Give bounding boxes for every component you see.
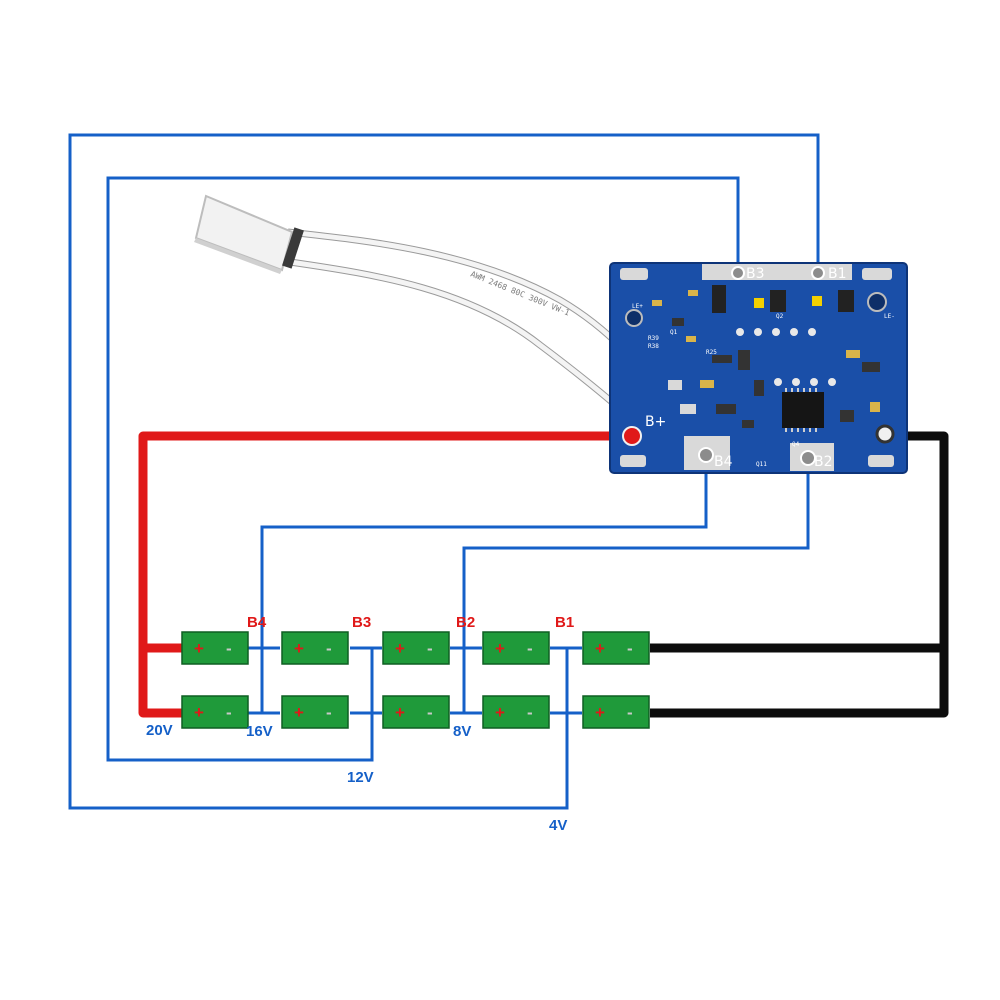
battery-cell: +- xyxy=(582,695,650,729)
b3-pad-label: B3 xyxy=(746,266,765,282)
smd-components xyxy=(652,285,880,428)
cell-minus-sign: - xyxy=(326,703,332,722)
cell-plus-sign: + xyxy=(294,639,304,658)
cell-plus-sign: + xyxy=(395,703,405,722)
connector-plug xyxy=(194,194,304,274)
cell-plus-sign: + xyxy=(194,639,204,658)
battery-cell: +- xyxy=(181,631,249,665)
balance-connector-cable: AWM 2468 80C 300V VW-1 xyxy=(194,194,675,455)
b1-pad-label: B1 xyxy=(828,266,847,282)
voltage-label-12v: 12V xyxy=(347,769,374,786)
positive-wire xyxy=(138,431,632,718)
battery-cell: +- xyxy=(281,695,349,729)
silk-r39: R39 xyxy=(648,335,659,342)
sense-wires xyxy=(68,133,820,810)
silk-q11: Q11 xyxy=(756,461,767,468)
b4-sense-wire xyxy=(260,465,708,713)
battery-cell: +- xyxy=(181,695,249,729)
cell-plus-sign: + xyxy=(495,703,505,722)
tap-labels: B4 B3 B2 B1 xyxy=(247,614,574,631)
chip-pins xyxy=(785,388,817,432)
tap-label-b3: B3 xyxy=(352,614,371,631)
voltage-label-16v: 16V xyxy=(246,723,273,740)
cell-plus-sign: + xyxy=(495,639,505,658)
b1-sense-wire xyxy=(68,133,820,810)
cell-minus-sign: - xyxy=(427,703,433,722)
silk-q4: Q4 xyxy=(792,441,800,448)
voltage-label-20v: 20V xyxy=(146,722,173,739)
battery-cell: +- xyxy=(382,631,450,665)
negative-wire xyxy=(650,431,949,718)
voltage-label-4v: 4V xyxy=(549,817,567,834)
b2-pad-label: B2 xyxy=(814,454,833,470)
silk-q1: Q1 xyxy=(670,329,678,336)
voltage-label-8v: 8V xyxy=(453,723,471,740)
b3-sense-wire xyxy=(106,176,740,762)
voltage-labels: 20V 16V 12V 8V 4V xyxy=(146,722,567,834)
silk-le-plus: LE+ xyxy=(632,303,643,310)
cell-minus-sign: - xyxy=(527,639,533,658)
cell-plus-sign: + xyxy=(294,703,304,722)
silk-le-minus: LE- xyxy=(884,313,895,320)
b4-pad-label: B4 xyxy=(714,454,733,470)
silk-r38: R38 xyxy=(648,343,659,350)
battery-cell: +- xyxy=(382,695,450,729)
battery-cell: +- xyxy=(281,631,349,665)
tap-label-b2: B2 xyxy=(456,614,475,631)
tap-label-b4: B4 xyxy=(247,614,267,631)
cell-minus-sign: - xyxy=(527,703,533,722)
cell-plus-sign: + xyxy=(595,639,605,658)
bms-board: B3 B1 B+ B4 B2 Q2 Q1 R39 R38 R25 LE+ LE-… xyxy=(609,262,908,474)
cell-plus-sign: + xyxy=(194,703,204,722)
cell-minus-sign: - xyxy=(226,703,232,722)
silk-r25: R25 xyxy=(706,349,717,356)
cell-plus-sign: + xyxy=(595,703,605,722)
battery-cells: +-+-+-+-+-+-+-+-+-+- xyxy=(181,631,650,729)
battery-cell: +- xyxy=(482,631,550,665)
b2-sense-wire xyxy=(462,465,810,713)
battery-cell: +- xyxy=(482,695,550,729)
cell-minus-sign: - xyxy=(627,703,633,722)
cell-minus-sign: - xyxy=(627,639,633,658)
battery-cell: +- xyxy=(582,631,650,665)
cell-plus-sign: + xyxy=(395,639,405,658)
tap-label-b1: B1 xyxy=(555,614,574,631)
cell-minus-sign: - xyxy=(226,639,232,658)
b-plus-pad-label: B+ xyxy=(645,414,666,430)
cell-minus-sign: - xyxy=(427,639,433,658)
cell-minus-sign: - xyxy=(326,639,332,658)
silk-q2: Q2 xyxy=(776,313,784,320)
